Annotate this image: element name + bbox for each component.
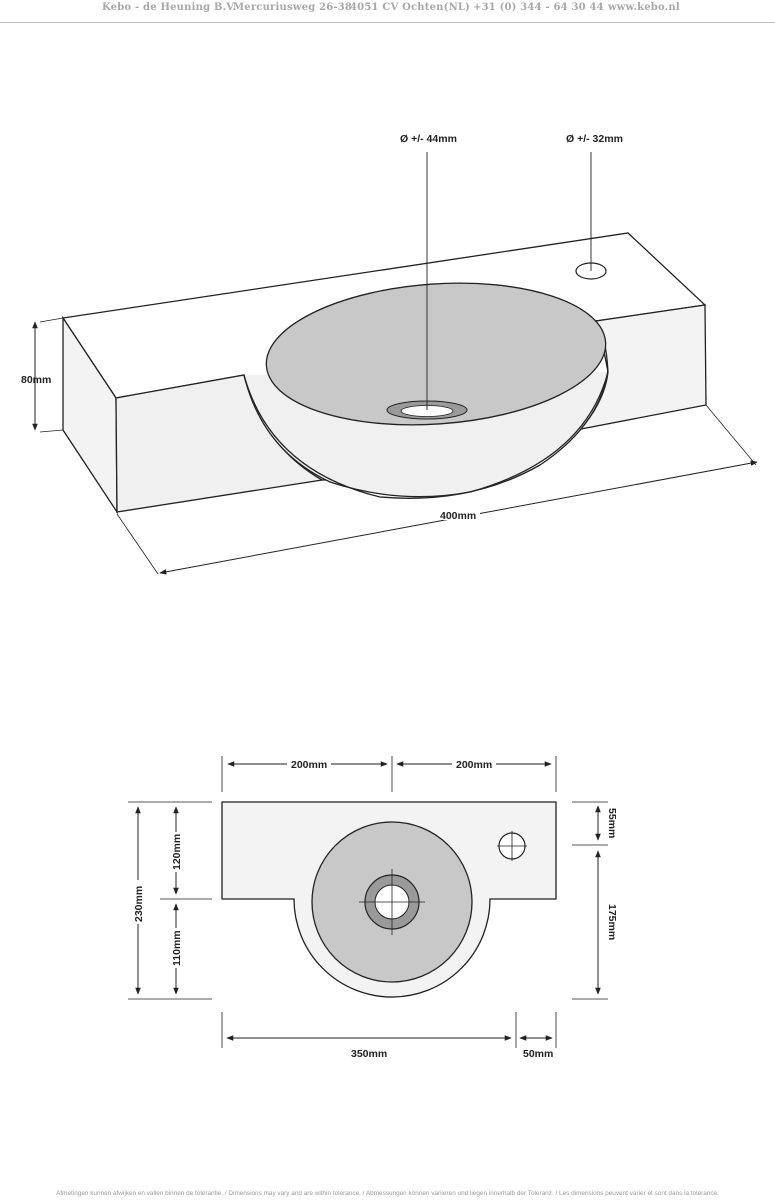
plan-view: 200mm 200mm 55mm 175mm 230mm 120mm 110mm…	[128, 756, 618, 1060]
plan-left-lower-label: 110mm	[171, 930, 183, 966]
drain-diameter-label: Ø +/- 44mm	[400, 133, 457, 145]
company-phone: +31 (0) 344 - 64 30 44	[473, 2, 604, 13]
company-website[interactable]: www.kebo.nl	[608, 2, 680, 13]
length-label: 400mm	[440, 510, 476, 522]
company-name: Kebo - de Heuning B.V.	[102, 2, 237, 13]
perspective-view: Ø +/- 44mm Ø +/- 32mm 80mm 400mm	[21, 133, 758, 575]
plan-left-upper-label: 120mm	[171, 834, 183, 870]
bowl-interior	[265, 282, 607, 426]
company-header: Kebo - de Heuning B.V. Mercuriusweg 26-3…	[0, 0, 775, 18]
plan-top-left-label: 200mm	[291, 759, 327, 771]
plan-bottom-small-label: 50mm	[523, 1048, 553, 1060]
disclaimer-footer: Afmetingen kunnen afwijken en vallen bin…	[56, 1190, 719, 1197]
plan-left-total-label: 230mm	[133, 886, 145, 922]
plan-right-bottom-label: 175mm	[606, 904, 618, 940]
company-street: Mercuriusweg 26-38	[233, 2, 353, 13]
company-city: 4051 CV Ochten(NL)	[350, 2, 471, 13]
height-label: 80mm	[21, 374, 51, 386]
plan-top-right-label: 200mm	[456, 759, 492, 771]
header-divider	[0, 22, 775, 23]
plan-bottom-main-label: 350mm	[351, 1048, 387, 1060]
plan-right-top-label: 55mm	[606, 808, 618, 838]
tap-hole-diameter-label: Ø +/- 32mm	[566, 133, 623, 145]
